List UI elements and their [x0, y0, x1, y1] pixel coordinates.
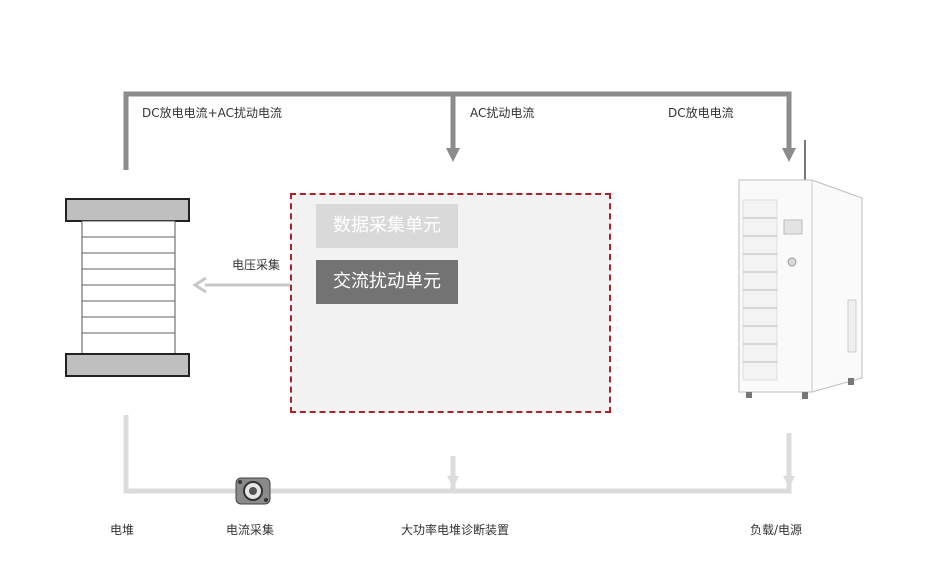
- label-dc-plus-ac-current: DC放电电流+AC扰动电流: [142, 106, 283, 120]
- bottom-flow-lines: [123, 415, 795, 494]
- label-dc-current: DC放电电流: [668, 106, 734, 120]
- label-ac-current: AC扰动电流: [470, 106, 535, 120]
- label-diagnosis-device: 大功率电堆诊断装置: [401, 523, 510, 537]
- arrow-to-load-icon: [782, 148, 796, 162]
- current-sensor-icon: [235, 477, 271, 505]
- arrow-to-device-icon: [446, 148, 460, 162]
- label-current-sampling: 电流采集: [226, 523, 275, 537]
- fuel-cell-stack-icon: [65, 198, 190, 377]
- data-acquisition-unit: 数据采集单元: [316, 204, 458, 248]
- top-flow-lines: [123, 91, 796, 170]
- label-stack: 电堆: [110, 523, 135, 537]
- label-load-source: 负载/电源: [750, 523, 803, 537]
- label-voltage-sampling: 电压采集: [232, 258, 281, 272]
- ac-perturbation-unit: 交流扰动单元: [316, 260, 458, 304]
- load-cabinet-icon: [738, 140, 863, 399]
